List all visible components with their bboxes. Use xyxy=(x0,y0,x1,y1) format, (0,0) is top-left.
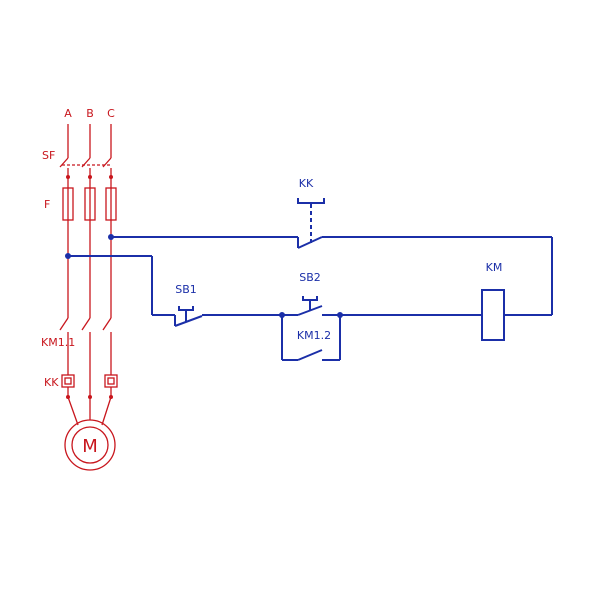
thermal-relay-kk xyxy=(61,374,118,397)
hold-contact-km1-2 xyxy=(281,315,341,361)
contactor-main-label: KM1.1 xyxy=(41,336,75,349)
contactor-coil-km xyxy=(481,289,505,341)
phase-label-c: C xyxy=(107,107,115,120)
fuse-label: F xyxy=(44,198,50,211)
start-button-label: SB2 xyxy=(299,271,321,284)
thermal-contact-kk xyxy=(297,198,325,249)
fuse-f xyxy=(62,177,117,221)
coil-label: KM xyxy=(486,261,503,274)
motor xyxy=(64,419,116,471)
power-circuit: A B C SF xyxy=(41,107,118,471)
stop-button-label: SB1 xyxy=(175,283,197,296)
motor-label: M xyxy=(82,436,98,457)
main-contactor-km1-1 xyxy=(59,317,112,375)
thermal-relay-label: KK xyxy=(44,376,59,389)
control-circuit: KK SB1 SB2 xyxy=(65,177,553,361)
thermal-contact-label: KK xyxy=(299,177,314,190)
circuit-breaker-sf xyxy=(59,157,112,176)
stop-button-sb1 xyxy=(174,306,203,327)
breaker-label: SF xyxy=(42,149,55,162)
hold-contact-label: KM1.2 xyxy=(297,329,331,342)
phase-label-a: A xyxy=(64,107,72,120)
phase-label-b: B xyxy=(86,107,94,120)
start-button-sb2 xyxy=(282,296,340,316)
